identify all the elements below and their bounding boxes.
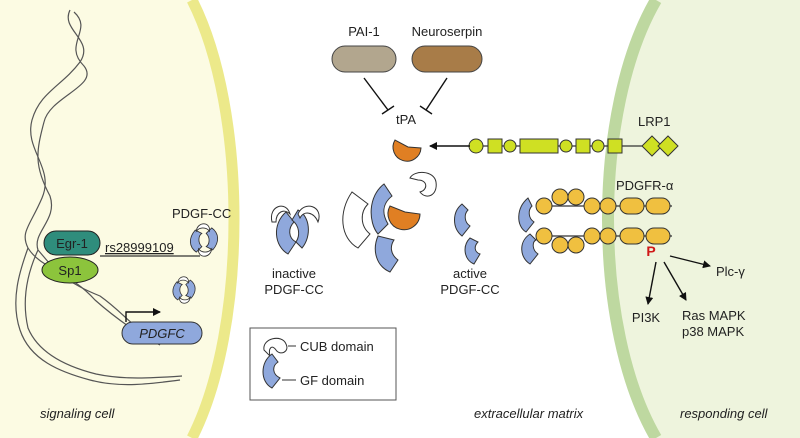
- pdgfc-gene: [121, 321, 203, 345]
- active-label-line2: PDGF-CC: [440, 282, 499, 297]
- legend-cub-swatch: [263, 337, 288, 358]
- p38-mapk-label: p38 MAPK: [682, 324, 744, 339]
- pai1-protein: [331, 45, 397, 73]
- pdgfc-gene-label: PDGFC: [139, 326, 185, 341]
- sp1-label: Sp1: [58, 263, 81, 278]
- transcription-start-arrow: [125, 308, 161, 322]
- pdgf-cc-dimer-middle: [172, 276, 196, 304]
- tpa-protein: [392, 139, 422, 162]
- tpa-label: tPA: [396, 112, 416, 127]
- lrp1-label: LRP1: [638, 114, 671, 129]
- inhibition-arrows: [363, 77, 448, 115]
- signaling-cell-membrane: [187, 0, 240, 438]
- phospho-label: P: [646, 243, 655, 259]
- legend-cub-label: CUB domain: [300, 339, 374, 354]
- inactive-pdgf-cc: [270, 205, 320, 255]
- pdgfr-alpha-receptor: [535, 188, 672, 254]
- inactive-label-line1: inactive: [272, 266, 316, 281]
- snp-label: rs28999109: [105, 240, 174, 255]
- pdgf-cc-label: PDGF-CC: [172, 206, 231, 221]
- region-extracellular-matrix: extracellular matrix: [474, 406, 584, 421]
- sp1-factor: [41, 256, 99, 284]
- pai1-label: PAI-1: [348, 24, 380, 39]
- neuroserpin-label: Neuroserpin: [412, 24, 483, 39]
- legend-gf-label: GF domain: [300, 373, 364, 388]
- egr1-factor: [43, 230, 101, 256]
- pdgf-cc-tpa-complex: [342, 172, 437, 273]
- legend-box: CUB domain GF domain: [249, 327, 397, 401]
- downstream-arrows: [645, 255, 711, 305]
- lrp1-receptor: [468, 135, 679, 157]
- pdgfr-alpha-label: PDGFR-α: [616, 178, 674, 193]
- ras-mapk-label: Ras MAPK: [682, 308, 746, 323]
- responding-cell: [608, 0, 800, 438]
- egr1-label: Egr-1: [56, 236, 88, 251]
- active-label-line1: active: [453, 266, 487, 281]
- dna-helix: [15, 9, 183, 386]
- pdgf-cc-dimer-top: [189, 223, 219, 257]
- legend-gf-swatch: [262, 353, 281, 389]
- inactive-label-line2: PDGF-CC: [264, 282, 323, 297]
- pdgfr-ligand: [518, 197, 539, 265]
- plc-label: Plc-γ: [716, 264, 745, 279]
- region-responding-cell: responding cell: [680, 406, 769, 421]
- neuroserpin-protein: [411, 45, 483, 73]
- responding-cell-membrane: [602, 0, 662, 438]
- active-pdgf-cc: [454, 203, 481, 265]
- pi3k-label: PI3K: [632, 310, 661, 325]
- region-signaling-cell: signaling cell: [40, 406, 116, 421]
